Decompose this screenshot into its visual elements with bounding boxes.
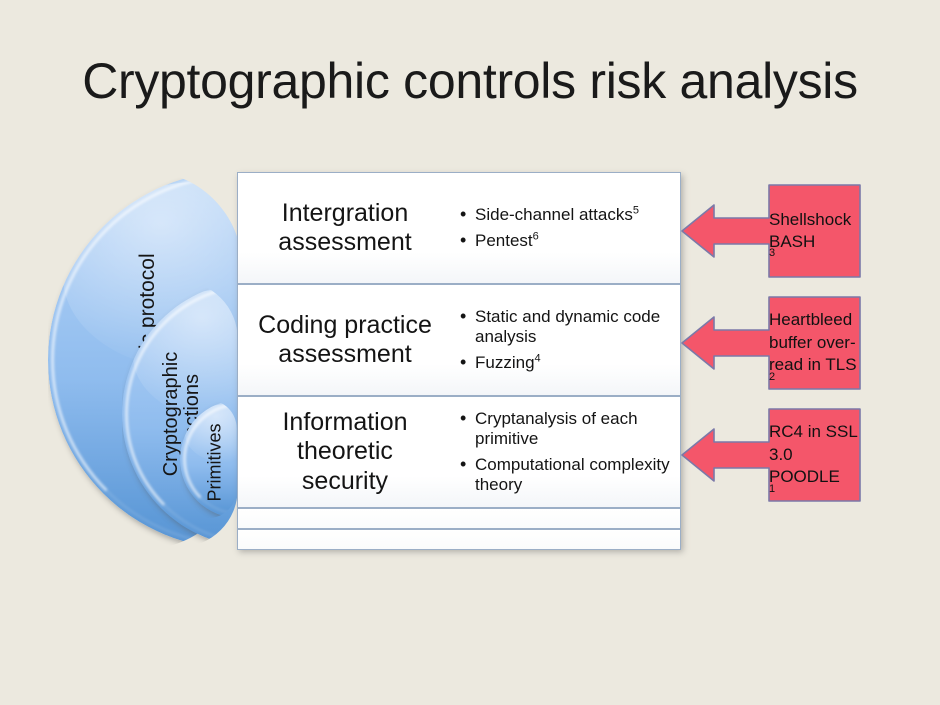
bullet-item: Fuzzing4 (460, 352, 670, 374)
row-title: Coding practice assessment (258, 310, 432, 369)
bullet-item: Cryptanalysis of each primitive (460, 408, 670, 450)
page-title: Cryptographic controls risk analysis (82, 53, 858, 109)
row-title: Information theoretic security (282, 407, 408, 495)
bullet-item: Side-channel attacks5 (460, 204, 670, 226)
bullet-item: Pentest6 (460, 229, 670, 251)
bullet-item: Static and dynamic code analysis (460, 306, 670, 348)
panel-row-empty[interactable] (237, 508, 681, 529)
panel-row-coding-practice-assessment[interactable]: Coding practice assessment Static and dy… (237, 284, 681, 396)
panel-row-intergration-assessment[interactable]: Intergration assessment Side-channel att… (237, 172, 681, 284)
panel-row-empty[interactable] (237, 529, 681, 550)
left-arrow-icon (681, 408, 861, 502)
row-bullets: Static and dynamic code analysis Fuzzing… (456, 306, 680, 374)
panel-row-information-theoretic-security[interactable]: Information theoretic security Cryptanal… (237, 396, 681, 508)
row-bullets: Side-channel attacks5 Pentest6 (456, 204, 680, 251)
left-arrow-icon (681, 184, 861, 278)
row-bullets: Cryptanalysis of each primitive Computat… (456, 408, 680, 496)
left-arrow-icon (681, 296, 861, 390)
row-title: Intergration assessment (278, 198, 412, 257)
arc-label-primitives: Primitives (204, 423, 225, 502)
bullet-item: Computational complexity theory (460, 454, 670, 496)
assessment-panel: Intergration assessment Side-channel att… (237, 172, 681, 550)
